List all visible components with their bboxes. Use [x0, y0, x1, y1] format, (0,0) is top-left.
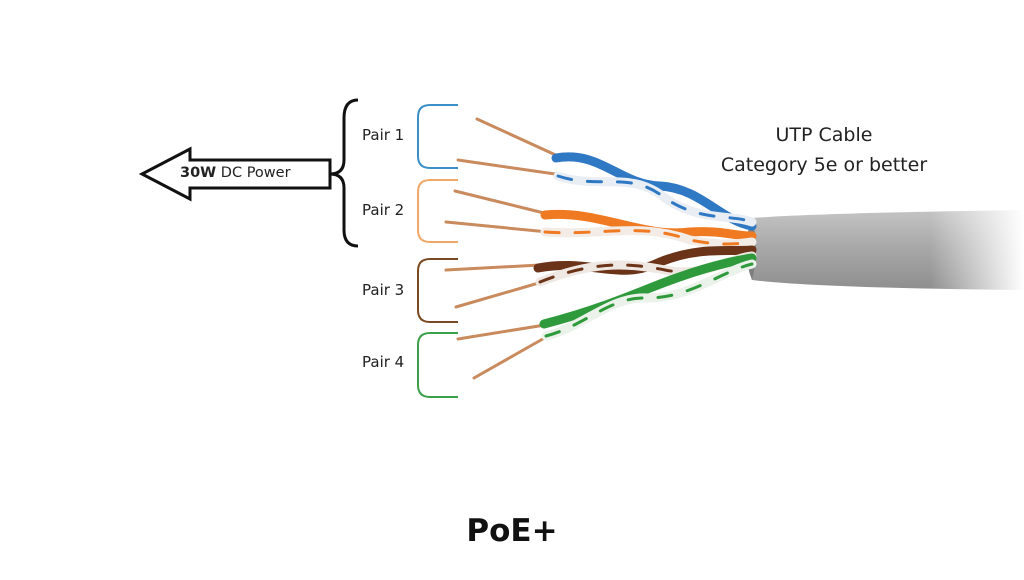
cable-fade: [930, 205, 1024, 295]
bracket-pair-2: [417, 179, 458, 243]
power-text: DC Power: [216, 165, 291, 181]
cable-description: UTP Cable Category 5e or better: [700, 120, 948, 180]
pair-brackets: [417, 104, 458, 398]
pair-label-3: Pair 3: [362, 281, 405, 299]
copper-wire: [456, 323, 547, 341]
copper-wire: [444, 220, 550, 234]
copper-wire: [454, 280, 544, 309]
cable-category: Category 5e or better: [720, 154, 928, 176]
wire-orange-white-stripe: [543, 229, 754, 246]
power-watts: 30W: [180, 165, 217, 181]
copper-wire: [475, 117, 562, 159]
power-arrow: [138, 146, 332, 202]
cable-type: UTP Cable: [775, 124, 873, 146]
bracket-pair-1: [417, 104, 458, 169]
bracket-pair-4: [417, 332, 458, 398]
wire-blue-white-stripe: [556, 174, 754, 224]
bracket-pair-3: [417, 258, 458, 323]
copper-wire: [456, 158, 564, 177]
pair-label-4: Pair 4: [362, 353, 405, 371]
wire-green-white-stripe: [544, 262, 754, 338]
twisted-pairs: [533, 152, 757, 341]
pair-label-1: Pair 1: [362, 126, 405, 144]
copper-wire: [472, 334, 550, 380]
diagram-caption: PoE+: [466, 513, 558, 549]
copper-wire: [453, 189, 550, 216]
pair-label-2: Pair 2: [362, 201, 405, 219]
power-brace: [329, 98, 359, 248]
copper-conductors: [444, 117, 564, 380]
copper-wire: [444, 263, 542, 272]
wire-green: [539, 253, 757, 329]
power-label: 30W DC Power: [180, 165, 291, 181]
